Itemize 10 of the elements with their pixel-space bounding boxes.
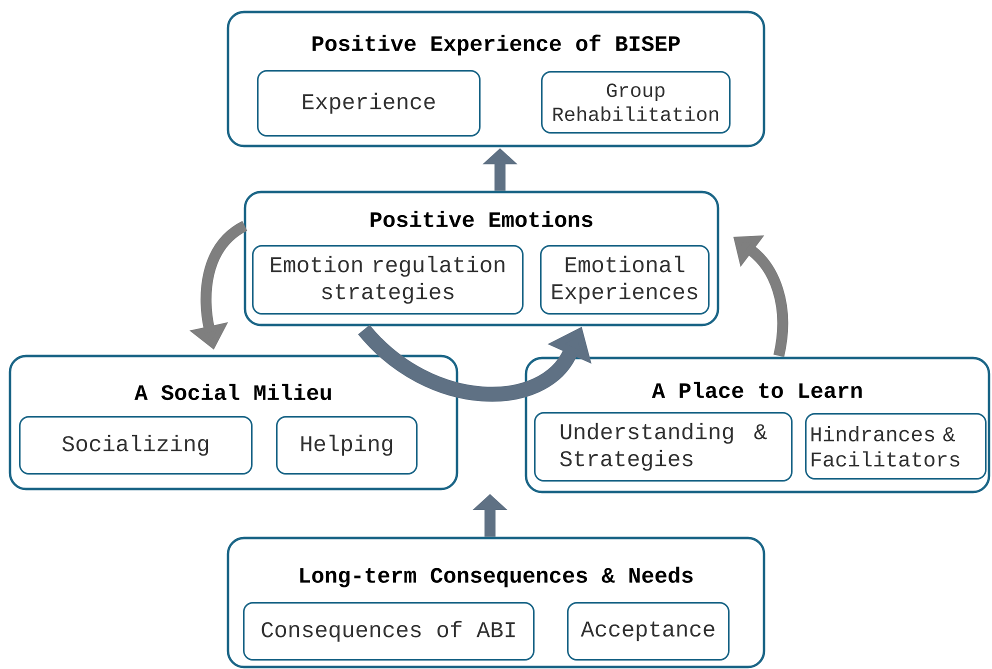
item-box: Acceptance — [567, 602, 730, 661]
item-box: Group Rehabilitation — [541, 71, 731, 134]
item-box: Hindrances & Facilitators — [805, 413, 987, 480]
item-box: Emotional Experiences — [540, 245, 710, 315]
item-box: Experience — [257, 70, 481, 137]
item-box: Socializing — [19, 416, 253, 475]
item-box: Understanding & Strategies — [534, 412, 793, 482]
item-box: Helping — [276, 416, 418, 475]
item-box: Emotion regulation strategies — [252, 245, 524, 315]
item-box: Consequences of ABI — [243, 602, 535, 661]
